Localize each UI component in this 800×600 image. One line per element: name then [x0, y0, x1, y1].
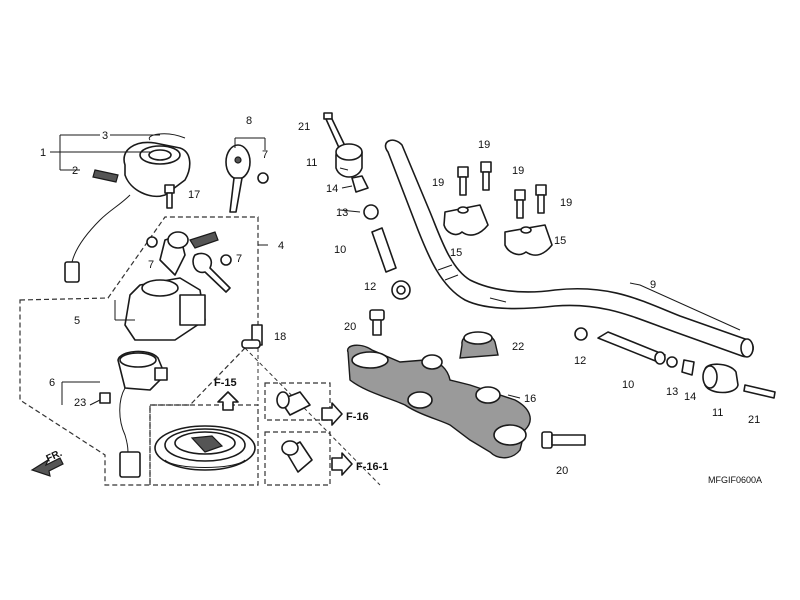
callout-7c: 7: [262, 149, 268, 161]
callout-7b: 7: [236, 253, 242, 265]
bolt-17: [164, 184, 175, 209]
bolt-21-right: [743, 384, 776, 399]
callout-10b: 10: [622, 379, 634, 391]
callout-14a: 14: [326, 183, 338, 195]
callout-15a: 15: [450, 247, 462, 259]
clip-14-left: [351, 175, 369, 193]
callout-7a: 7: [148, 259, 154, 271]
f16-arrow[interactable]: [321, 402, 343, 426]
ref-box-f16: [264, 382, 331, 421]
callout-11b: 11: [712, 407, 723, 419]
weight-11-left: [335, 143, 363, 178]
callout-12a: 12: [364, 281, 376, 293]
callout-22: 22: [512, 341, 524, 353]
callout-20a: 20: [344, 321, 356, 333]
handlebar: [384, 139, 754, 358]
callout-21a: 21: [298, 121, 310, 133]
callout-8: 8: [246, 115, 252, 127]
ignition-group-outline: [19, 216, 259, 486]
f161-lock-part: [281, 440, 313, 473]
callout-9: 9: [650, 279, 656, 291]
ref-f15[interactable]: F-15: [214, 377, 237, 389]
callout-14b: 14: [684, 391, 696, 403]
bolt-20-right: [541, 431, 586, 449]
bolt-18: [241, 324, 263, 349]
callout-19d: 19: [560, 197, 572, 209]
ignition-switch-assembly: [124, 231, 232, 341]
bolts-19: [457, 161, 547, 219]
callout-13a: 13: [336, 207, 348, 219]
callout-labels: 1 2 3 4 5 6 7 7 7 8 9 10 10 11 11 12 12 …: [40, 115, 760, 477]
callout-17: 17: [188, 189, 200, 201]
callout-1: 1: [40, 147, 46, 159]
diagram-code: MFGIF0600A: [708, 475, 762, 485]
callout-2: 2: [72, 165, 78, 177]
cap-nut-22: [459, 331, 499, 359]
reference-labels: F-15 F-16 F-16-1 FR. MFGIF0600A: [45, 377, 762, 485]
f161-arrow[interactable]: [331, 452, 353, 476]
rod-10-right: [597, 331, 666, 365]
callout-15b: 15: [554, 235, 566, 247]
callout-6: 6: [49, 377, 55, 389]
callout-3: 3: [102, 130, 108, 142]
nut-12-left: [391, 280, 411, 300]
callout-11a: 11: [306, 157, 317, 169]
callout-19a: 19: [432, 177, 444, 189]
upper-clamp-right: [504, 224, 553, 256]
callout-16: 16: [524, 393, 536, 405]
ignition-key: [225, 144, 269, 213]
clip-14-right: [681, 359, 695, 376]
callout-21b: 21: [748, 414, 760, 426]
weight-11-right: [702, 363, 739, 394]
ref-f161[interactable]: F-16-1: [356, 461, 388, 473]
nut-13-right: [666, 356, 678, 368]
fuel-cap: [154, 425, 256, 471]
bolt-20-left: [369, 309, 385, 336]
lower-group-outline: [149, 404, 259, 486]
ignition-switch-cover: [64, 133, 191, 283]
callout-4: 4: [278, 240, 284, 252]
callout-23: 23: [74, 397, 86, 409]
front-direction-arrow: [30, 457, 64, 477]
callout-13b: 13: [666, 386, 678, 398]
callout-5: 5: [74, 315, 80, 327]
callout-20b: 20: [556, 465, 568, 477]
ref-f16[interactable]: F-16: [346, 411, 369, 423]
upper-clamp-left: [443, 204, 489, 236]
callout-18: 18: [274, 331, 286, 343]
leader-lines: [50, 134, 741, 406]
callout-19c: 19: [512, 165, 524, 177]
callout-10a: 10: [334, 244, 346, 256]
callout-12b: 12: [574, 355, 586, 367]
top-bridge: [346, 344, 531, 459]
ref-box-f161: [264, 431, 331, 486]
f15-arrow[interactable]: [217, 391, 239, 411]
rod-10-left: [371, 227, 397, 273]
lower-switch: [99, 350, 168, 478]
nut-12-right: [574, 327, 588, 341]
f16-lock-part: [276, 391, 311, 416]
nut-13-left: [363, 204, 379, 220]
callout-19b: 19: [478, 139, 490, 151]
